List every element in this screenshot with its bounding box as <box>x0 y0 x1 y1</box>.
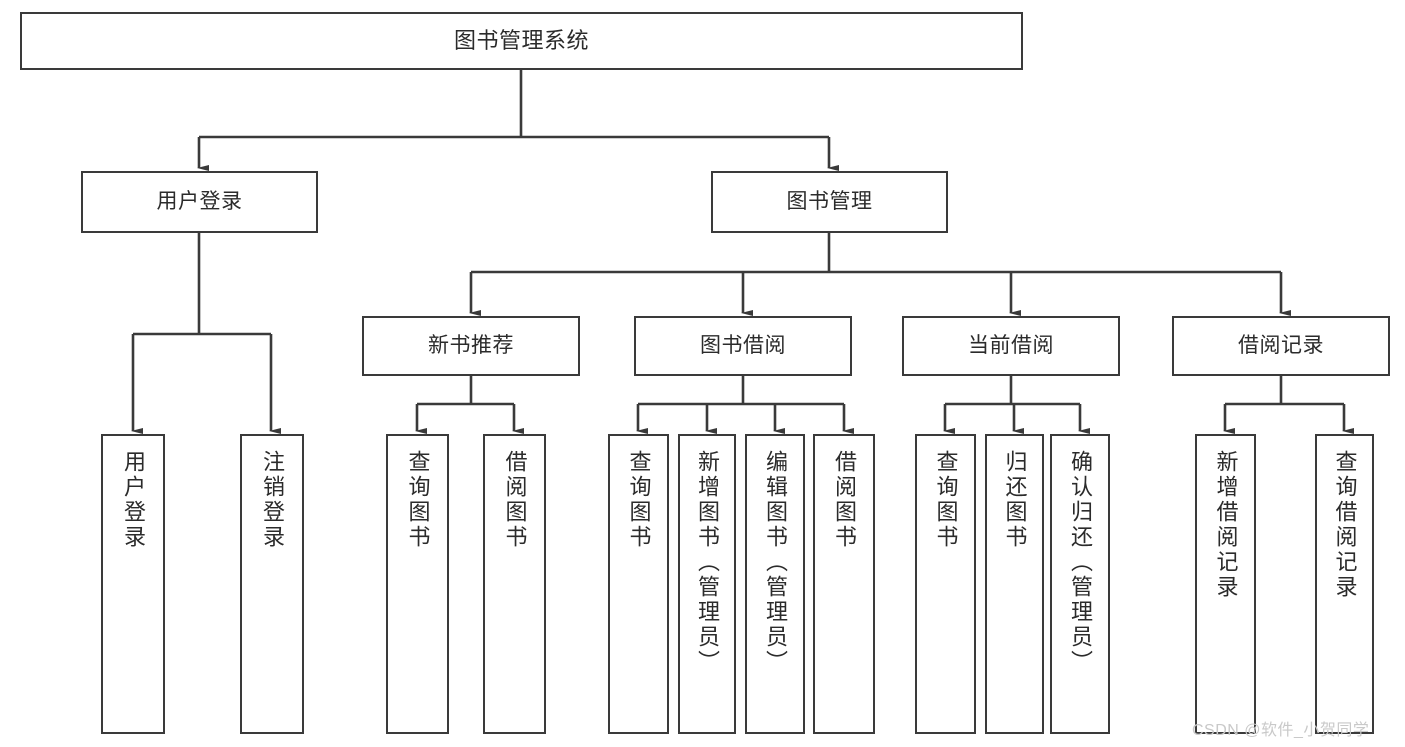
node-label: 查询图书 <box>626 450 652 550</box>
node-leaf-query-book-1[interactable]: 查询图书 <box>386 434 449 734</box>
node-label: 查询借阅记录 <box>1332 450 1358 600</box>
node-label: 查询图书 <box>405 450 431 550</box>
node-current-borrow[interactable]: 当前借阅 <box>902 316 1120 376</box>
node-label: 新增借阅记录 <box>1213 450 1239 600</box>
node-label: 图书管理 <box>786 189 873 213</box>
node-label: 借阅图书 <box>832 450 857 550</box>
node-label: 图书管理系统 <box>453 28 589 54</box>
node-label: 注销登录 <box>260 450 285 550</box>
node-label: 当前借阅 <box>968 333 1054 357</box>
node-leaf-confirm-return[interactable]: 确认归还（管理员） <box>1050 434 1110 734</box>
node-new-book-rec[interactable]: 新书推荐 <box>362 316 580 376</box>
node-label: 用户登录 <box>156 189 243 213</box>
node-label: 借阅图书 <box>502 450 528 550</box>
node-leaf-logout[interactable]: 注销登录 <box>240 434 304 734</box>
node-label: 借阅记录 <box>1238 333 1324 357</box>
node-leaf-add-record[interactable]: 新增借阅记录 <box>1195 434 1256 734</box>
node-leaf-query-book-2[interactable]: 查询图书 <box>608 434 669 734</box>
node-leaf-add-book[interactable]: 新增图书（管理员） <box>678 434 736 734</box>
node-book-manage[interactable]: 图书管理 <box>711 171 948 233</box>
node-label: 新增图书（管理员） <box>695 450 720 675</box>
node-leaf-user-login[interactable]: 用户登录 <box>101 434 165 734</box>
node-label: 编辑图书（管理员） <box>763 450 788 675</box>
csdn-watermark: CSDN @软件_小贺同学 <box>1192 722 1370 739</box>
node-leaf-query-record[interactable]: 查询借阅记录 <box>1315 434 1374 734</box>
node-user-login[interactable]: 用户登录 <box>81 171 318 233</box>
node-leaf-edit-book[interactable]: 编辑图书（管理员） <box>745 434 805 734</box>
node-leaf-query-book-3[interactable]: 查询图书 <box>915 434 976 734</box>
node-leaf-borrow-book-2[interactable]: 借阅图书 <box>813 434 875 734</box>
node-borrow-record[interactable]: 借阅记录 <box>1172 316 1390 376</box>
node-label: 查询图书 <box>933 450 959 550</box>
node-label: 用户登录 <box>121 450 146 550</box>
node-root[interactable]: 图书管理系统 <box>20 12 1023 70</box>
node-book-borrow[interactable]: 图书借阅 <box>634 316 852 376</box>
node-label: 归还图书 <box>1002 450 1028 550</box>
node-leaf-return-book[interactable]: 归还图书 <box>985 434 1044 734</box>
node-label: 确认归还（管理员） <box>1068 450 1093 675</box>
node-label: 新书推荐 <box>428 333 514 357</box>
node-leaf-borrow-book-1[interactable]: 借阅图书 <box>483 434 546 734</box>
node-label: 图书借阅 <box>700 333 786 357</box>
